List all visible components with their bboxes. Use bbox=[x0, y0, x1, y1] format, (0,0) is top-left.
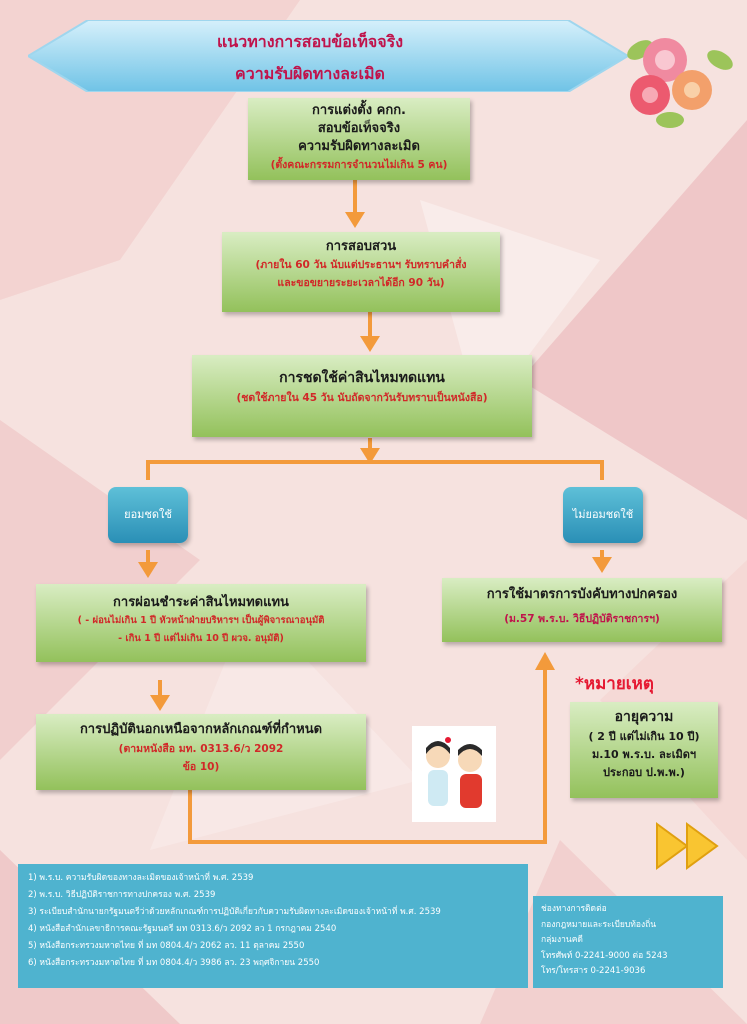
reference-item: 5) หนังสือกระทรวงมหาดไทย ที่ มท 0804.4/ว… bbox=[28, 941, 305, 951]
reference-item: 1) พ.ร.บ. ความรับผิดของทางละเมิดของเจ้าห… bbox=[28, 873, 254, 883]
note-statute-of-limitations: อายุความ ( 2 ปี แต่ไม่เกิน 10 ปี) ม.10 พ… bbox=[570, 702, 718, 798]
reference-item: 2) พ.ร.บ. วิธีปฏิบัติราชการทางปกครอง พ.ศ… bbox=[28, 890, 216, 900]
compensate-subtitle: (ชดใช้ภายใน 45 วัน นับถัดจากวันรับทราบเป… bbox=[236, 392, 488, 404]
exception-title: การปฏิบัตินอกเหนือจากหลักเกณฑ์ที่กำหนด bbox=[79, 722, 323, 737]
appoint-subtitle: (ตั้งคณะกรรมการจำนวนไม่เกิน 5 คน) bbox=[270, 159, 448, 171]
step-appoint-committee: การแต่งตั้ง คกก. สอบข้อเท็จจริง ความรับผ… bbox=[248, 98, 470, 180]
step-investigation: การสอบสวน (ภายใน 60 วัน นับแต่ประธานฯ รั… bbox=[222, 232, 500, 312]
step-exception: การปฏิบัตินอกเหนือจากหลักเกณฑ์ที่กำหนด (… bbox=[36, 714, 366, 790]
note-line-1: ( 2 ปี แต่ไม่เกิน 10 ปี) bbox=[588, 730, 700, 743]
note-line-3: ประกอบ ป.พ.พ.) bbox=[603, 766, 685, 779]
investigate-title: การสอบสวน bbox=[325, 239, 397, 254]
title-banner bbox=[28, 20, 628, 92]
contact-panel: ช่องทางการติดต่อ กองกฎหมายและระเบียบท้อง… bbox=[533, 896, 723, 988]
exception-sub-2: ข้อ 10) bbox=[182, 761, 220, 773]
note-label: *หมายเหตุ bbox=[575, 674, 654, 694]
step-administrative-enforcement: การใช้มาตรการบังคับทางปกครอง (ม.57 พ.ร.บ… bbox=[442, 578, 722, 642]
reference-item: 3) ระเบียบสำนักนายกรัฐมนตรีว่าด้วยหลักเก… bbox=[28, 907, 441, 917]
decision-accept: ยอมชดใช้ bbox=[108, 487, 188, 543]
decision-reject: ไม่ยอมชดใช้ bbox=[563, 487, 643, 543]
enforce-subtitle: (ม.57 พ.ร.บ. วิธีปฏิบัติราชการฯ) bbox=[504, 613, 660, 625]
note-line-2: ม.10 พ.ร.บ. ละเมิดฯ bbox=[591, 748, 697, 761]
note-title: อายุความ bbox=[614, 709, 674, 725]
appoint-title-2: สอบข้อเท็จจริง bbox=[317, 121, 401, 136]
flower-decoration-icon bbox=[627, 38, 733, 128]
appoint-title-1: การแต่งตั้ง คกก. bbox=[311, 103, 406, 118]
step-installment: การผ่อนชำระค่าสินไหมทดแทน ( - ผ่อนไม่เกิ… bbox=[36, 584, 366, 662]
investigate-sub-2: และขอขยายระยะเวลาได้อีก 90 วัน) bbox=[277, 277, 445, 289]
contact-line: โทร/โทรสาร 0-2241-9036 bbox=[541, 966, 646, 976]
appoint-title-3: ความรับผิดทางละเมิด bbox=[298, 139, 420, 154]
installment-title: การผ่อนชำระค่าสินไหมทดแทน bbox=[113, 595, 289, 610]
step-compensation: การชดใช้ค่าสินไหมทดแทน (ชดใช้ภายใน 45 วั… bbox=[192, 355, 532, 437]
installment-sub-1: ( - ผ่อนไม่เกิน 1 ปี หัวหน้าฝ่ายบริหารฯ … bbox=[77, 615, 325, 626]
banner-title-line1: แนวทางการสอบข้อเท็จจริง bbox=[216, 32, 404, 51]
enforce-title: การใช้มาตรการบังคับทางปกครอง bbox=[486, 587, 678, 602]
reference-item: 6) หนังสือกระทรวงมหาดไทย ที่ มท 0804.4/ว… bbox=[28, 958, 320, 968]
compensate-title: การชดใช้ค่าสินไหมทดแทน bbox=[279, 370, 445, 386]
contact-line: กองกฎหมายและระเบียบท้องถิ่น bbox=[541, 919, 657, 930]
reference-item: 4) หนังสือสำนักเลขาธิการคณะรัฐมนตรี มท 0… bbox=[28, 924, 337, 934]
investigate-sub-1: (ภายใน 60 วัน นับแต่ประธานฯ รับทราบคำสั่… bbox=[255, 259, 467, 271]
people-argument-icon bbox=[412, 726, 496, 822]
contact-line: ช่องทางการติดต่อ bbox=[541, 904, 607, 914]
installment-sub-2: - เกิน 1 ปี แต่ไม่เกิน 10 ปี ผวจ. อนุมัต… bbox=[118, 633, 284, 644]
references-panel: 1) พ.ร.บ. ความรับผิดของทางละเมิดของเจ้าห… bbox=[18, 864, 528, 988]
contact-line: โทรศัพท์ 0-2241-9000 ต่อ 5243 bbox=[541, 950, 668, 961]
contact-line: กลุ่มงานคดี bbox=[541, 935, 583, 945]
banner-title-line2: ความรับผิดทางละเมิด bbox=[235, 64, 385, 83]
exception-sub-1: (ตามหนังสือ มท. 0313.6/ว 2092 bbox=[118, 743, 284, 755]
forward-arrows-icon bbox=[656, 822, 719, 870]
